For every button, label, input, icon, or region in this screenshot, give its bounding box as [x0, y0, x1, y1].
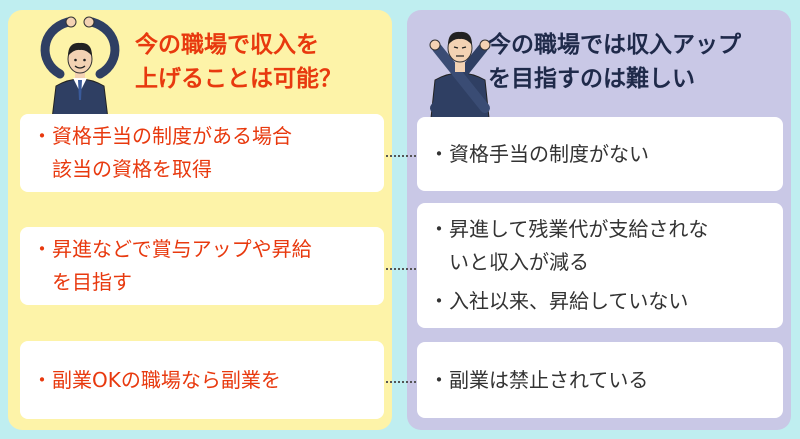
bullet: ・: [429, 367, 449, 392]
dotted-connector: [386, 381, 416, 383]
right-card-2: ・ 昇進して残業代が支給されないと収入が減る ・ 入社以来、昇給していない: [417, 203, 783, 328]
man-arms-circle-ok-icon: [30, 14, 130, 120]
left-item-2-line-1: 昇進などで賞与アップや昇給: [52, 237, 312, 261]
right-card-3: ・ 副業は禁止されている: [417, 342, 783, 418]
left-title-line-2: 上げることは可能？: [135, 66, 342, 92]
bullet: ・: [32, 367, 52, 392]
bullet: ・: [32, 124, 52, 148]
right-item-1-line-1: 資格手当の制度がない: [449, 141, 649, 166]
left-title-line-1: 今の職場で収入を: [135, 32, 319, 58]
left-card-1: ・ 資格手当の制度がある場合該当の資格を取得: [20, 114, 384, 192]
right-title-line-2: を目指すのは難しい: [488, 66, 695, 92]
left-card-3: ・ 副業OKの職場なら副業を: [20, 341, 384, 419]
right-item-2-line-1: 昇進して残業代が支給されな: [449, 217, 709, 241]
right-item-3-line-1: 入社以来、昇給していない: [449, 289, 689, 313]
right-item-2: ・ 昇進して残業代が支給されないと収入が減る: [429, 213, 773, 279]
bullet: ・: [429, 289, 449, 313]
man-arms-crossed-ng-icon: [425, 18, 495, 119]
left-item-3: ・ 副業OKの職場なら副業を: [32, 364, 374, 397]
right-item-3: ・ 入社以来、昇給していない: [429, 285, 773, 318]
left-item-3-line-1: 副業OKの職場なら副業を: [52, 367, 281, 392]
left-item-2: ・ 昇進などで賞与アップや昇給を目指す: [32, 233, 374, 299]
bullet: ・: [429, 217, 449, 241]
dotted-connector: [386, 268, 416, 270]
right-item-2-line-2: いと収入が減る: [449, 250, 589, 274]
right-panel-title: 今の職場では収入アップ を目指すのは難しい: [488, 28, 741, 96]
right-item-4: ・ 副業は禁止されている: [429, 364, 773, 397]
left-item-1: ・ 資格手当の制度がある場合該当の資格を取得: [32, 120, 374, 186]
right-title-line-1: 今の職場では収入アップ: [488, 32, 741, 58]
left-panel-title: 今の職場で収入を 上げることは可能？: [135, 28, 342, 96]
right-item-4-line-1: 副業は禁止されている: [449, 367, 649, 392]
right-card-1: ・ 資格手当の制度がない: [417, 117, 783, 191]
left-item-1-line-2: 該当の資格を取得: [52, 157, 212, 181]
left-card-2: ・ 昇進などで賞与アップや昇給を目指す: [20, 227, 384, 305]
right-item-1: ・ 資格手当の制度がない: [429, 138, 773, 171]
left-item-1-line-1: 資格手当の制度がある場合: [52, 124, 292, 148]
bullet: ・: [429, 141, 449, 166]
left-item-2-line-2: を目指す: [52, 270, 132, 294]
bullet: ・: [32, 237, 52, 261]
dotted-connector: [386, 155, 416, 157]
